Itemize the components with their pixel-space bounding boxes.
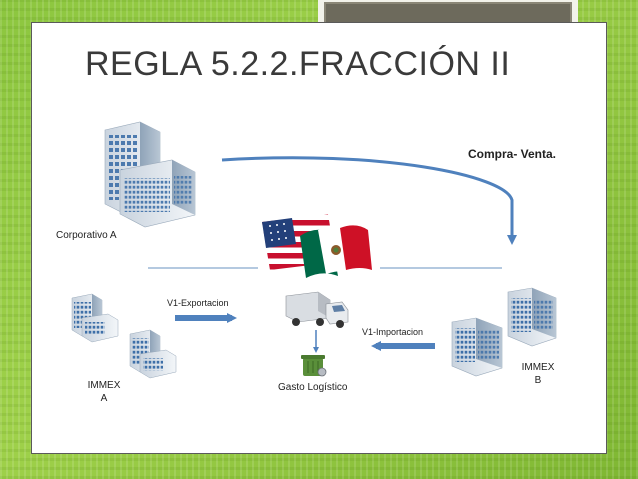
trash-can-icon xyxy=(301,355,327,377)
immex-b-building-icon xyxy=(451,287,557,377)
usa-mexico-flags-icon xyxy=(262,214,372,278)
building-icon xyxy=(104,121,196,228)
immex-a-label-line1: IMMEX xyxy=(87,380,121,391)
immex-a-label-line2: A xyxy=(100,393,108,404)
immex-b-label-line2: B xyxy=(534,375,542,386)
gasto-logistico-label: Gasto Logístico xyxy=(278,382,348,393)
slide-title: REGLA 5.2.2.FRACCIÓN II xyxy=(85,45,511,83)
corporativo-a-label: Corporativo A xyxy=(56,230,117,241)
compra-venta-label: Compra- Venta. xyxy=(468,147,557,161)
compra-venta-arrow xyxy=(221,156,517,245)
immex-a-building-icon xyxy=(71,293,177,379)
immex-b-label-line1: IMMEX xyxy=(521,362,555,373)
v1-exportacion-label: V1-Exportacion xyxy=(167,298,229,308)
v1-importacion-label: V1-Importacion xyxy=(362,327,424,337)
truck-icon xyxy=(285,291,349,328)
